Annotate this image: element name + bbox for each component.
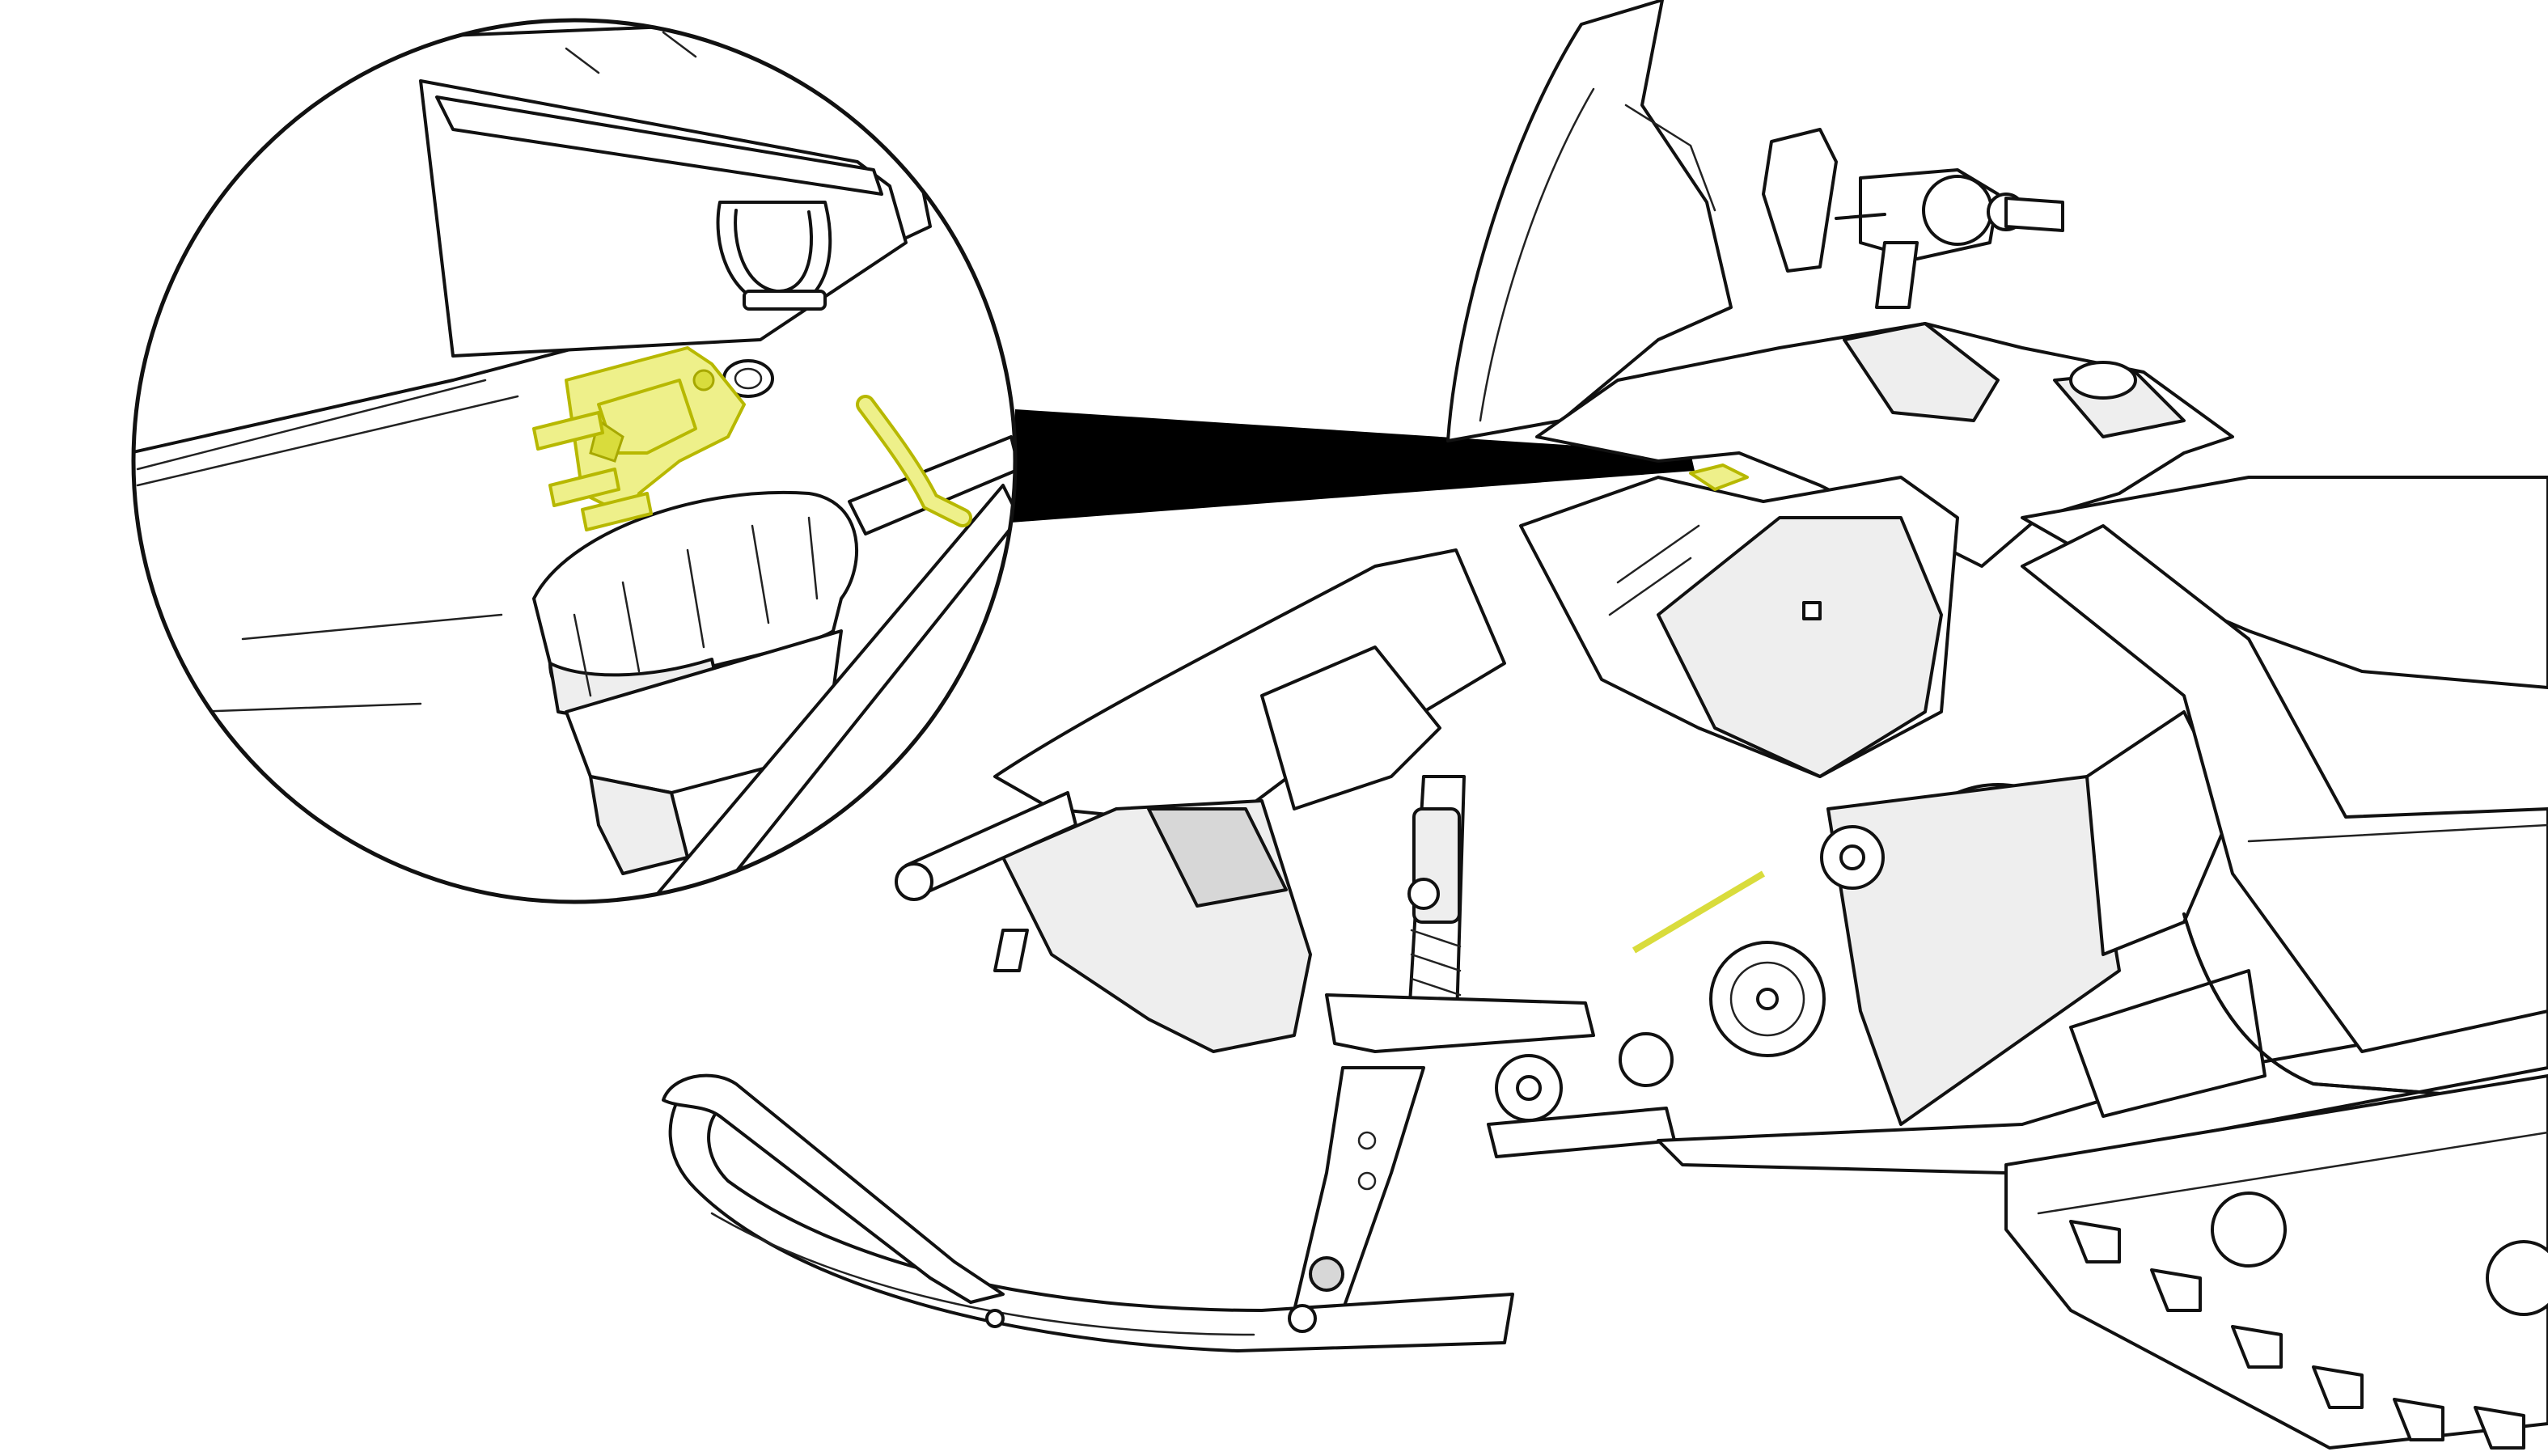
front-bumper bbox=[895, 791, 1077, 972]
zoom-circle-border bbox=[131, 18, 1018, 904]
ski bbox=[662, 1073, 1514, 1352]
engine bbox=[1519, 463, 2121, 1126]
rear-side-panel bbox=[2021, 524, 2548, 1053]
callout-wedge bbox=[1011, 409, 1695, 523]
handlebar-assembly bbox=[1762, 128, 2064, 309]
track bbox=[2004, 1074, 2548, 1450]
snowmobile bbox=[662, 0, 2548, 1450]
reservoir-cap bbox=[532, 491, 859, 875]
side-panel bbox=[993, 548, 1506, 819]
zoom-detail bbox=[131, 18, 1018, 904]
windshield bbox=[1446, 0, 1733, 442]
wiring-highlight bbox=[1632, 870, 1766, 954]
front-shock bbox=[1406, 775, 1466, 1045]
running-board bbox=[1657, 1009, 2548, 1175]
electrical-plug-highlight bbox=[532, 346, 746, 531]
a-arm bbox=[1325, 993, 1595, 1053]
